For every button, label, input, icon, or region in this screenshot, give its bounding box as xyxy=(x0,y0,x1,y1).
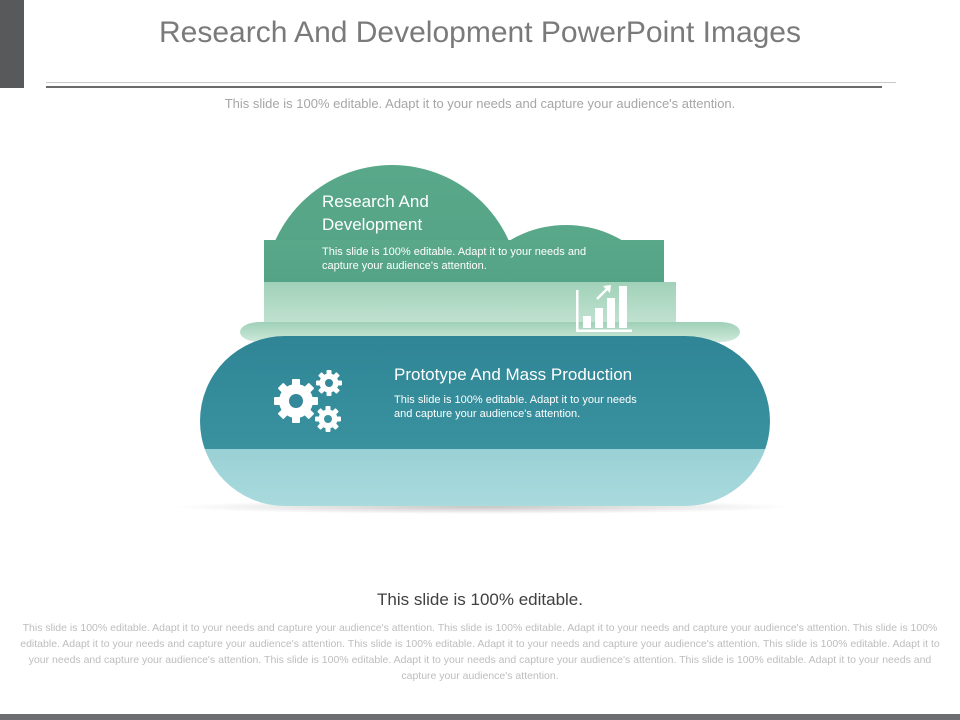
page-subtitle: This slide is 100% editable. Adapt it to… xyxy=(224,96,736,111)
bar-chart-growth-icon xyxy=(576,285,632,332)
title-divider-thin xyxy=(46,82,896,83)
prototype-production-description: This slide is 100% editable. Adapt it to… xyxy=(394,394,637,420)
footer-heading: This slide is 100% editable. xyxy=(376,590,583,609)
prototype-production-title: Prototype And Mass Production xyxy=(394,365,633,384)
footer-body-text: This slide is 100% editable. Adapt it to… xyxy=(20,622,940,682)
bottom-panel-lower xyxy=(204,449,766,506)
bottom-bar xyxy=(0,714,960,720)
corner-accent-block xyxy=(0,0,24,88)
bottom-panel-upper xyxy=(200,336,770,449)
research-development-title: Research And Development xyxy=(322,192,429,234)
top-panel-lower xyxy=(240,282,740,342)
page-title: Research And Development PowerPoint Imag… xyxy=(158,16,801,49)
research-development-description: This slide is 100% editable. Adapt it to… xyxy=(322,246,587,272)
title-divider-thick xyxy=(46,86,882,88)
top-panel-upper xyxy=(264,165,664,282)
gears-icon xyxy=(274,370,342,432)
